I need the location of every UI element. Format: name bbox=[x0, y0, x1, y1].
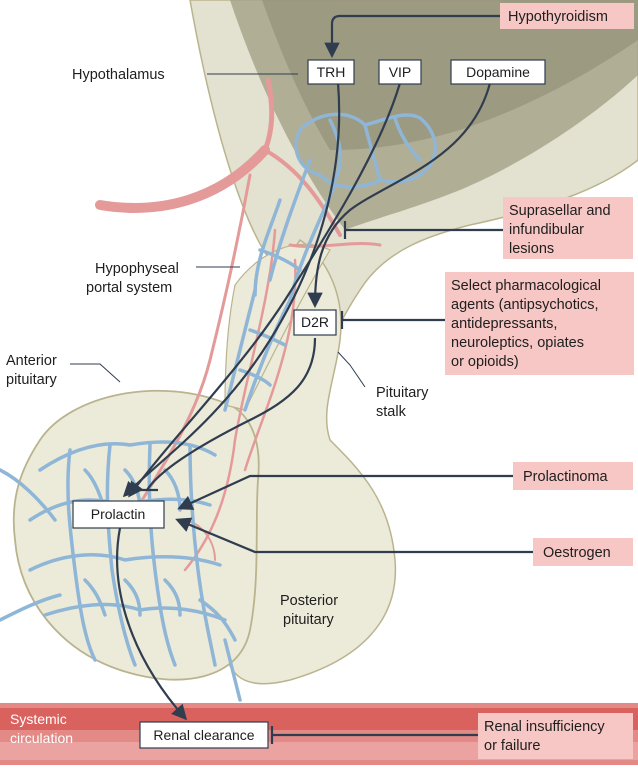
renal-insufficiency-text-1: Renal insufficiency bbox=[484, 719, 605, 735]
vip-text: VIP bbox=[389, 64, 412, 80]
suprasellar-text-2: infundibular bbox=[509, 222, 584, 238]
pharma-text-2: agents (antipsychotics, bbox=[451, 297, 599, 313]
prolactinoma-box bbox=[513, 462, 633, 490]
anterior-label-2: pituitary bbox=[6, 372, 58, 388]
renal-clearance-box bbox=[139, 721, 269, 749]
suprasellar-text-1: Suprasellar and bbox=[509, 203, 611, 219]
prolactin-text: Prolactin bbox=[91, 506, 145, 522]
prolactinoma-text: Prolactinoma bbox=[523, 469, 609, 485]
box-texts: TRH VIP Dopamine D2R Prolactin Renal cle… bbox=[91, 64, 530, 743]
vip-box bbox=[378, 59, 422, 85]
pharma-text-5: or opioids) bbox=[451, 354, 519, 370]
posterior-label-2: pituitary bbox=[283, 612, 335, 628]
hypothyroidism-text: Hypothyroidism bbox=[508, 9, 608, 25]
arrows bbox=[116, 14, 533, 744]
pharma-text-1: Select pharmacological bbox=[451, 278, 601, 294]
hormone-boxes bbox=[72, 59, 546, 749]
systemic-label-1: Systemic bbox=[10, 711, 67, 727]
posterior-label-1: Posterior bbox=[280, 593, 338, 609]
leader-lines bbox=[70, 73, 366, 388]
d2r-text: D2R bbox=[301, 314, 329, 330]
pharma-text-4: neuroleptics, opiates bbox=[451, 335, 584, 351]
factor-texts: Hypothyroidism Suprasellar and infundibu… bbox=[451, 9, 611, 754]
hypothalamus-label: Hypothalamus bbox=[72, 67, 165, 83]
oestrogen-text: Oestrogen bbox=[543, 545, 611, 561]
hypothyroidism-box bbox=[500, 3, 634, 29]
anterior-label-1: Anterior bbox=[6, 353, 57, 369]
systemic-label-2: circulation bbox=[10, 730, 73, 746]
prolactin-box bbox=[72, 500, 165, 529]
oestrogen-box bbox=[533, 538, 633, 566]
trh-text: TRH bbox=[317, 64, 346, 80]
factor-boxes bbox=[445, 3, 634, 759]
suprasellar-box bbox=[503, 197, 633, 259]
renal-insufficiency-box bbox=[478, 713, 633, 759]
dopamine-box bbox=[450, 59, 546, 85]
hypophyseal-label-2: portal system bbox=[86, 280, 172, 296]
stalk-label-2: stalk bbox=[376, 404, 407, 420]
pharmacological-box bbox=[445, 272, 634, 375]
hypophyseal-label-1: Hypophyseal bbox=[95, 261, 179, 277]
renal-clearance-text: Renal clearance bbox=[153, 727, 254, 743]
stalk-label-1: Pituitary bbox=[376, 385, 429, 401]
renal-insufficiency-text-2: or failure bbox=[484, 738, 540, 754]
suprasellar-text-3: lesions bbox=[509, 241, 554, 257]
text-labels: Hypothalamus Hypophyseal portal system A… bbox=[6, 67, 429, 746]
d2r-box bbox=[293, 309, 337, 336]
dopamine-text: Dopamine bbox=[466, 64, 530, 80]
trh-box bbox=[307, 59, 355, 85]
pharma-text-3: antidepressants, bbox=[451, 316, 557, 332]
